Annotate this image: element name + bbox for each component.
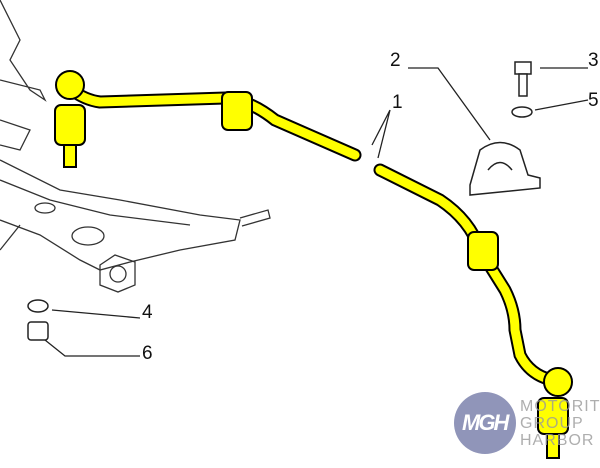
subframe xyxy=(0,0,271,293)
callout-3: 3 xyxy=(588,50,599,71)
watermark-line-3: HARBOR xyxy=(520,432,595,449)
watermark-line-2: GROUP xyxy=(520,415,584,432)
callout-4: 4 xyxy=(142,302,153,323)
bolt-part-3 xyxy=(514,61,532,97)
stabilizer-bar xyxy=(54,70,573,459)
watermark-text: MOTORITY GROUP HARBOR xyxy=(520,398,600,449)
callout-1: 1 xyxy=(392,92,403,113)
watermark-line-1: MOTORITY xyxy=(520,398,600,415)
callout-2: 2 xyxy=(390,50,401,71)
leader-lines xyxy=(44,67,589,357)
washer-part-5 xyxy=(511,106,533,118)
watermark-logo xyxy=(454,392,516,454)
washer-part-4 xyxy=(27,299,49,313)
callout-5: 5 xyxy=(588,90,599,111)
watermark-logo-text: MGH xyxy=(462,410,509,435)
nut-part-6 xyxy=(27,321,49,341)
callout-6: 6 xyxy=(142,343,153,364)
clamp-part-2 xyxy=(469,141,541,196)
